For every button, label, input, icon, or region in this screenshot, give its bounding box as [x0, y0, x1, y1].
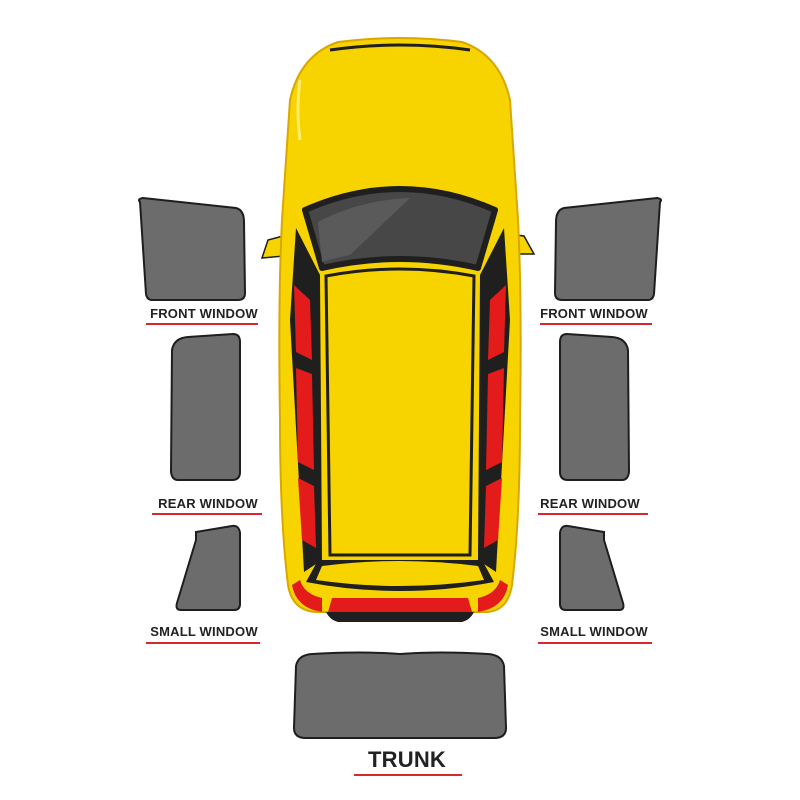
trunk-underline: [354, 774, 462, 776]
shade-rear-right[interactable]: [559, 332, 631, 481]
rear-window-underline-right: [538, 513, 648, 515]
shade-small-left[interactable]: [175, 524, 241, 611]
small-window-shade-right[interactable]: [559, 524, 625, 611]
small-window-underline-right: [538, 642, 652, 644]
small-window-label-left: SMALL WINDOW: [150, 624, 258, 639]
front-window-label-right: FRONT WINDOW: [540, 306, 648, 321]
hood-highlight: [296, 79, 302, 141]
rear-window-label-left: REAR WINDOW: [158, 496, 258, 511]
rear-window-label-right: REAR WINDOW: [540, 496, 640, 511]
rear-window-shade-right[interactable]: [559, 332, 631, 481]
front-window-underline-left: [146, 323, 258, 325]
rear-window-shade-left[interactable]: [169, 332, 241, 481]
hood-line: [329, 43, 471, 52]
right-small-glass: [484, 478, 502, 548]
left-front-glass: [294, 285, 312, 360]
right-rear-glass: [486, 368, 504, 470]
small-window-label-right: SMALL WINDOW: [540, 624, 648, 639]
windshield-reflection: [318, 198, 410, 262]
trunk-window-shade[interactable]: [292, 651, 508, 739]
right-front-glass: [488, 285, 506, 360]
front-window-underline-right: [540, 323, 652, 325]
trunk-label: TRUNK: [368, 747, 446, 772]
left-rear-glass: [296, 368, 314, 470]
shade-front-right[interactable]: [553, 196, 662, 301]
front-window-shade-left[interactable]: [138, 196, 247, 301]
front-window-shade-right[interactable]: [553, 196, 662, 301]
trunk-lid: [316, 561, 484, 586]
rear-window-underline-left: [152, 513, 262, 515]
front-window-label-left: FRONT WINDOW: [150, 306, 258, 321]
shade-trunk[interactable]: [292, 651, 508, 739]
small-window-underline-left: [146, 642, 260, 644]
rear-left-fender: [292, 580, 322, 612]
small-window-shade-left[interactable]: [175, 524, 241, 611]
rear-bumper: [326, 612, 474, 622]
roof: [324, 267, 476, 557]
left-small-glass: [298, 478, 316, 548]
tail-lights: [328, 598, 472, 612]
car-top-view: [260, 37, 536, 622]
shade-rear-left[interactable]: [169, 332, 241, 481]
shade-small-right[interactable]: [559, 524, 625, 611]
shade-front-left[interactable]: [138, 196, 247, 301]
rear-right-fender: [478, 580, 508, 612]
